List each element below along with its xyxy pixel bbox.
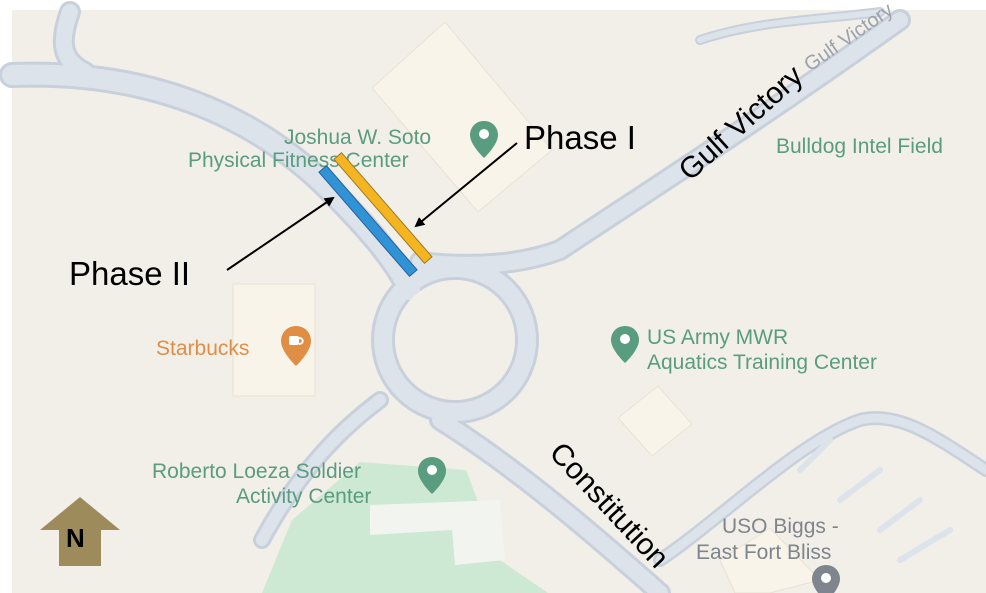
roads xyxy=(2,4,986,593)
map-pin-icon xyxy=(812,565,840,593)
coffee-icon xyxy=(281,326,311,366)
buildings xyxy=(232,21,821,593)
phase-i-bar[interactable] xyxy=(333,151,433,265)
poi-label-line: Activity Center xyxy=(236,485,371,508)
phase-i-label: Phase I xyxy=(524,119,636,156)
poi-starbucks[interactable]: Starbucks xyxy=(156,326,311,366)
poi-label-line: US Army MWR xyxy=(647,326,788,349)
phase-ii-arrow xyxy=(226,196,335,271)
map-pin-icon xyxy=(470,121,498,158)
poi-mwr-aquatics[interactable]: US Army MWR Aquatics Training Center xyxy=(611,326,877,374)
poi-label-line: Physical Fitness Center xyxy=(188,149,409,172)
aquatics-building xyxy=(617,385,693,457)
fitness-center-building xyxy=(371,21,553,213)
poi-label-line: Joshua W. Soto xyxy=(284,126,431,149)
green-area-building xyxy=(370,500,505,565)
poi-label-line: Bulldog Intel Field xyxy=(776,135,943,158)
north-arrow-icon: N xyxy=(40,497,120,566)
poi-uso-biggs[interactable]: USO Biggs - East Fort Bliss xyxy=(696,515,840,593)
poi-label-line: USO Biggs - xyxy=(722,515,839,538)
poi-label-line: Starbucks xyxy=(156,337,249,360)
poi-label-line: Roberto Loeza Soldier xyxy=(152,460,361,483)
map-pin-icon xyxy=(611,326,639,363)
roundabout-island xyxy=(395,280,515,400)
north-label: N xyxy=(66,523,85,553)
parking-lanes xyxy=(797,437,953,563)
poi-label-line: Aquatics Training Center xyxy=(647,351,877,374)
poi-bulldog-field[interactable]: Bulldog Intel Field xyxy=(776,135,943,158)
map-pin-icon xyxy=(418,457,446,494)
poi-loeza-activity-center[interactable]: Roberto Loeza Soldier Activity Center xyxy=(152,457,446,508)
phase-ii-bar[interactable] xyxy=(318,164,418,278)
phase-ii-label: Phase II xyxy=(69,255,190,292)
poi-label-line: East Fort Bliss xyxy=(696,541,831,564)
uso-building xyxy=(719,527,821,593)
phase-i-arrow xyxy=(414,142,518,228)
